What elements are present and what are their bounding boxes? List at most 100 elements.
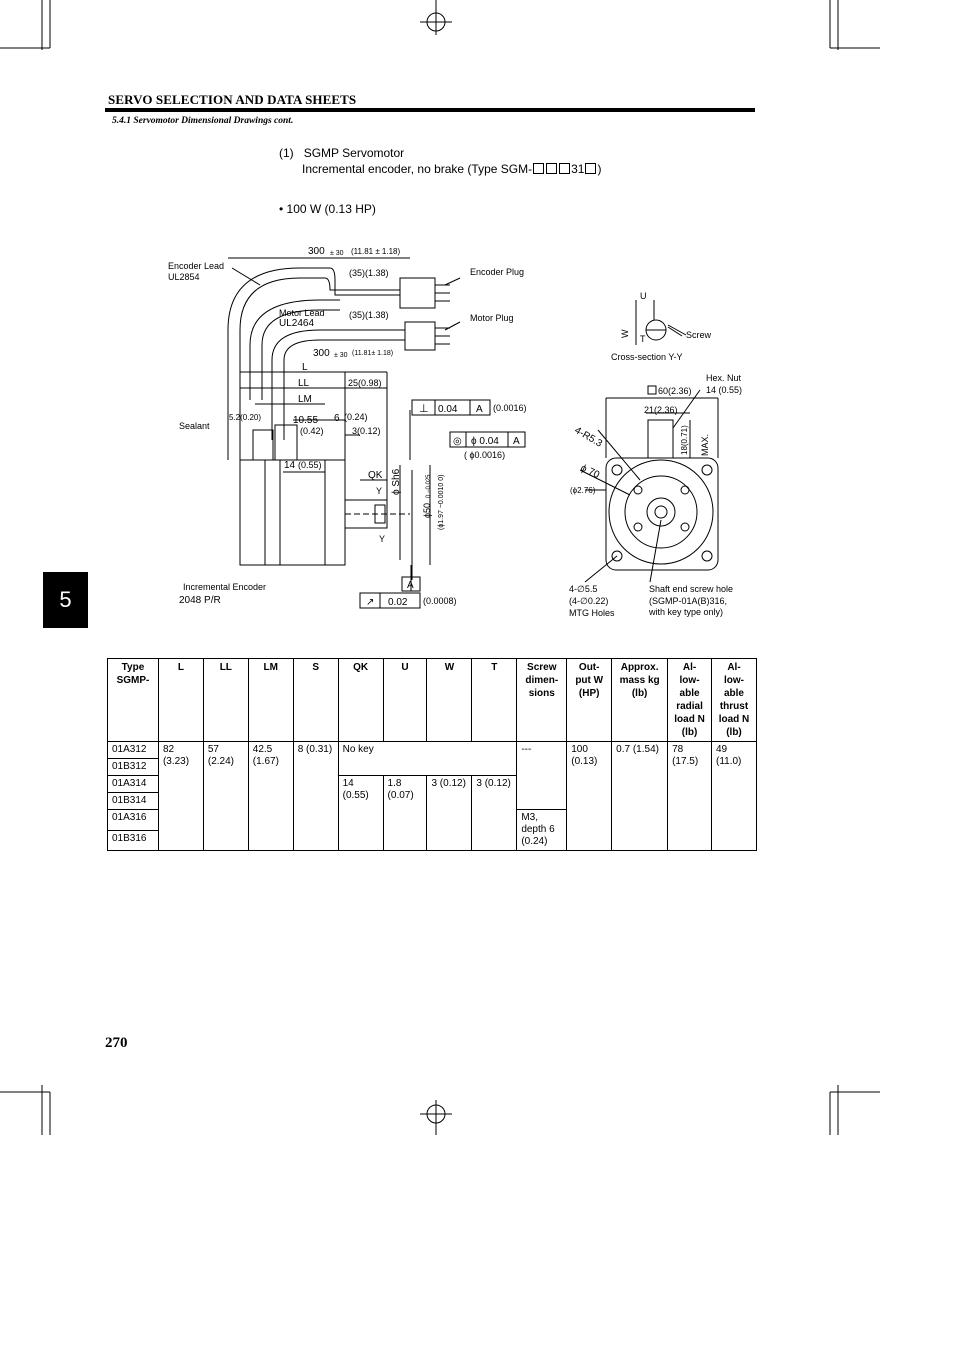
type-cell: 01A312 — [107, 741, 159, 759]
svg-text:(ϕ1.97 −0.0010 0): (ϕ1.97 −0.0010 0) — [438, 475, 445, 531]
svg-text:14 (0.55): 14 (0.55) — [706, 385, 742, 395]
svg-text:L: L — [302, 362, 308, 373]
incremental-encoder-label: Incremental Encoder — [183, 582, 266, 592]
svg-text:A: A — [407, 580, 414, 591]
svg-text:◎: ◎ — [453, 436, 462, 447]
table-row: 01A312 82 (3.23) 57 (2.24) 42.5 (1.67) 8… — [107, 741, 757, 851]
l-cell: 82 (3.23) — [157, 741, 204, 851]
u-cell: 1.8 (0.07) — [382, 775, 428, 851]
col-type: Type SGMP- — [107, 658, 159, 742]
t-cell: 3 (0.12) — [471, 775, 518, 851]
col-U: U — [382, 658, 428, 742]
table-row: 01B314 — [107, 792, 757, 810]
svg-text:ϕ 70: ϕ 70 — [579, 463, 602, 481]
svg-text:(4-∅0.22): (4-∅0.22) — [569, 596, 608, 606]
svg-text:21(2.36): 21(2.36) — [644, 405, 678, 415]
svg-text:ϕ Sh6: ϕ Sh6 — [391, 468, 402, 495]
type-cell: 01B316 — [107, 829, 159, 851]
svg-text:MAX.: MAX. — [700, 434, 710, 456]
sealant-label: Sealant — [179, 421, 210, 431]
screw-m3-cell: M3, depth 6 (0.24) — [516, 809, 568, 851]
screw-label: Screw — [686, 330, 712, 340]
output-cell: 100 (0.13) — [566, 741, 613, 851]
col-W: W — [426, 658, 473, 742]
dimension-table: Type SGMP- L LL LM S QK U W T Screw dime… — [107, 658, 757, 851]
dimensional-drawing: Encoder Lead UL2854 Encoder Plug Motor L… — [168, 246, 742, 618]
col-mass: Approx. mass kg (lb) — [611, 658, 669, 742]
svg-text:2048 P/R: 2048 P/R — [179, 595, 221, 606]
col-T: T — [471, 658, 518, 742]
col-LM: LM — [247, 658, 294, 742]
svg-text:3(0.12): 3(0.12) — [352, 426, 381, 436]
type-cell: 01B314 — [107, 792, 159, 810]
radial-cell: 78 (17.5) — [667, 741, 712, 851]
svg-text:(SGMP-01A(B)316,: (SGMP-01A(B)316, — [649, 596, 727, 606]
svg-text:(0.0008): (0.0008) — [423, 596, 457, 606]
svg-text:LL: LL — [298, 378, 310, 389]
svg-text:(0.42): (0.42) — [300, 426, 324, 436]
motor-lead-ul: UL2464 — [279, 318, 314, 329]
col-thrust: Al- low- able thrust load N (lb) — [711, 658, 757, 742]
page-number: 270 — [105, 1035, 128, 1051]
subsection-title: 5.4.1 Servomotor Dimensional Drawings co… — [112, 116, 294, 126]
motor-plug-label: Motor Plug — [470, 313, 514, 323]
col-screw: Screw dimen- sions — [516, 658, 568, 742]
svg-text:with key type only): with key type only) — [648, 607, 723, 617]
svg-text:(35)(1.38): (35)(1.38) — [349, 310, 389, 320]
svg-text:(ϕ2.76): (ϕ2.76) — [570, 486, 596, 495]
table-row: 01B316 — [107, 829, 757, 851]
section-title: SERVO SELECTION AND DATA SHEETS — [108, 92, 357, 107]
svg-text:0.04: 0.04 — [438, 404, 458, 415]
svg-text:(35)(1.38): (35)(1.38) — [349, 268, 389, 278]
power-bullet: • 100 W (0.13 HP) — [279, 202, 376, 216]
svg-text:A: A — [513, 436, 520, 447]
svg-text:4-R5.3: 4-R5.3 — [573, 425, 605, 450]
svg-text:(0.24): (0.24) — [344, 412, 368, 422]
svg-text:U: U — [640, 291, 647, 301]
svg-text:Shaft end screw hole: Shaft end screw hole — [649, 584, 733, 594]
svg-text:(0.0016): (0.0016) — [493, 403, 527, 413]
svg-text:ϕ50: ϕ50 — [422, 503, 432, 518]
svg-text:(0.55): (0.55) — [298, 460, 322, 470]
col-output: Out- put W (HP) — [566, 658, 613, 742]
svg-text:6: 6 — [334, 413, 340, 424]
motor-subtitle: Incremental encoder, no brake (Type SGM-… — [302, 162, 602, 176]
svg-text:( ϕ0.0016): ( ϕ0.0016) — [464, 450, 505, 460]
svg-text:300: 300 — [313, 348, 330, 359]
type-cell: 01A316 — [107, 809, 159, 831]
col-S: S — [292, 658, 339, 742]
encoder-lead-ul: UL2854 — [168, 272, 200, 282]
motor-heading: (1) SGMP Servomotor — [279, 145, 404, 161]
svg-text:25(0.98): 25(0.98) — [348, 378, 382, 388]
svg-text:⊥: ⊥ — [419, 403, 429, 415]
svg-text:5.2(0.20): 5.2(0.20) — [229, 413, 261, 422]
no-key-cell: No key — [337, 741, 518, 776]
svg-text:18(0.71): 18(0.71) — [680, 425, 689, 455]
type-cell: 01A314 — [107, 775, 159, 793]
svg-text:↗: ↗ — [366, 597, 374, 608]
s-cell: 8 (0.31) — [292, 741, 339, 851]
encoder-plug-label: Encoder Plug — [470, 267, 524, 277]
svg-text:ϕ 0.04: ϕ 0.04 — [471, 436, 499, 447]
svg-text:Y: Y — [379, 534, 385, 544]
motor-lead-label: Motor Lead — [279, 308, 325, 318]
svg-text:QK: QK — [368, 470, 383, 481]
col-L: L — [157, 658, 204, 742]
svg-text:Y: Y — [376, 486, 382, 496]
w-cell: 3 (0.12) — [426, 775, 473, 851]
svg-text:14: 14 — [284, 460, 296, 471]
svg-text:10.55: 10.55 — [293, 415, 318, 426]
type-cell: 01B312 — [107, 758, 159, 776]
svg-text:0.02: 0.02 — [388, 597, 408, 608]
svg-text:T: T — [640, 334, 646, 344]
encoder-lead-label: Encoder Lead — [168, 261, 224, 271]
svg-text:± 30: ± 30 — [330, 250, 344, 257]
col-radial: Al- low- able radial load N (lb) — [667, 658, 712, 742]
heading-title: SGMP Servomotor — [303, 146, 405, 160]
item-number: (1) — [279, 146, 294, 160]
svg-text:LM: LM — [298, 394, 312, 405]
svg-text:W: W — [620, 329, 630, 338]
qk-cell: 14 (0.55) — [337, 775, 384, 851]
thrust-cell: 49 (11.0) — [711, 741, 757, 851]
